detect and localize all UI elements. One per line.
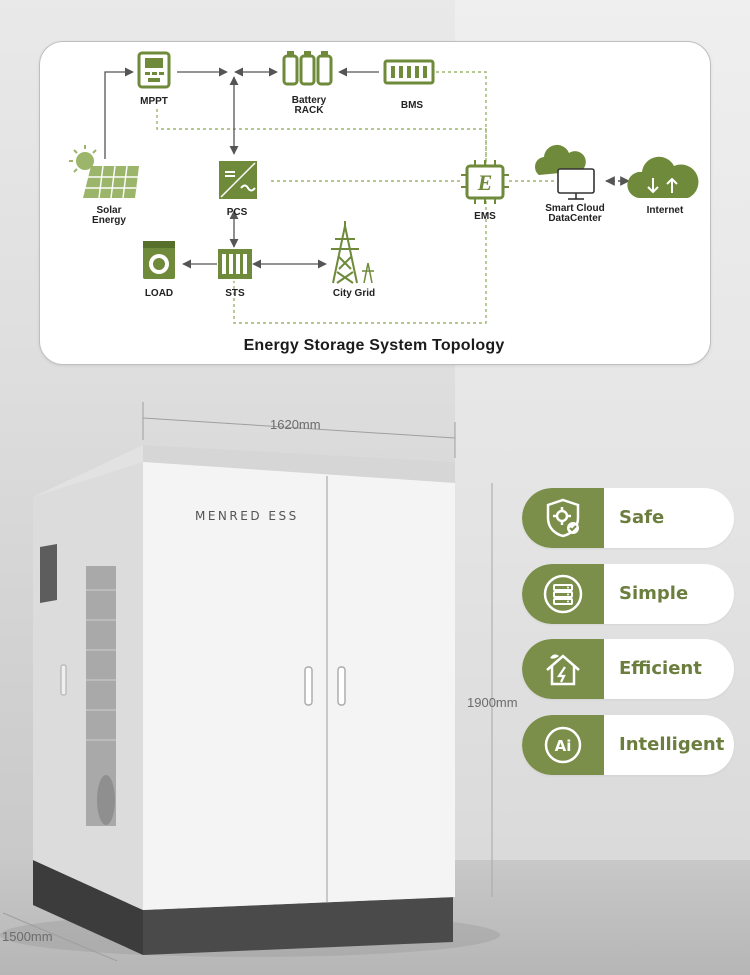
cloud-label-2: DataCenter [548,213,601,224]
topology-card [39,41,711,365]
solar-panel-icon [69,145,139,199]
feature-intelligent-label: Intelligent [619,734,725,755]
feature-safe-label: Safe [619,507,665,528]
internet-cloud-icon [627,156,699,198]
shield-gear-icon [522,488,604,548]
eco-house-icon [522,639,604,699]
sts-switch-icon [218,249,252,279]
battery-rack-label-1: Battery [292,95,327,106]
sts-label: STS [225,288,245,299]
battery-rack-icon [282,51,333,86]
ems-chip-icon [461,160,509,204]
mppt-icon [137,51,171,89]
dashed-links [156,71,630,324]
feature-intelligent: Ai Intelligent [522,715,734,775]
topology-diagram: MPPT Battery RACK BMS So [69,51,699,324]
mppt-label: MPPT [140,96,168,107]
bms-icon [383,59,435,85]
feature-efficient-label: Efficient [619,658,702,679]
depth-dimension: 1500mm [2,929,53,944]
load-washer-icon [143,241,175,279]
width-dimension: 1620mm [270,417,321,432]
pcs-label: PCS [227,207,248,218]
svg-text:Ai: Ai [555,737,572,755]
feature-simple: Simple [522,564,734,624]
internet-label: Internet [647,205,684,216]
power-links [104,67,379,269]
load-label: LOAD [145,288,173,299]
feature-simple-label: Simple [619,583,689,604]
power-tower-icon [331,221,374,284]
battery-rack-label-2: RACK [295,105,325,116]
city-grid-label: City Grid [333,288,375,299]
cloud-label-1: Smart Cloud [545,203,604,214]
ems-label: EMS [474,211,496,222]
ai-chip-icon: Ai [522,715,604,775]
bms-label: BMS [401,100,424,111]
cabinet-brand-label: MENRED ESS [195,509,299,523]
server-rack-icon [522,564,604,624]
height-dimension: 1900mm [467,695,518,710]
pcs-inverter-icon [219,161,257,199]
cloud-datacenter-icon [534,144,595,200]
feature-safe: Safe [522,488,734,548]
solar-label-1: Solar [96,205,121,216]
solar-label-2: Energy [92,215,126,226]
diagram-title: Energy Storage System Topology [243,337,505,354]
feature-efficient: Efficient [522,639,734,699]
ems-chip-letter: E [477,170,493,195]
